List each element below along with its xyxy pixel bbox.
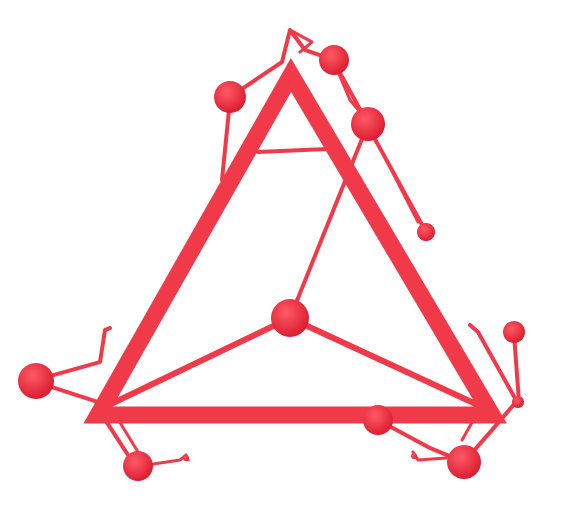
nodes	[18, 45, 525, 481]
wire-top-b	[288, 28, 314, 54]
wire-br-f	[460, 410, 480, 442]
spoke-up	[288, 122, 370, 320]
node-top	[319, 45, 349, 75]
wire-bl-d	[114, 414, 140, 454]
inner-crossbar	[256, 147, 329, 154]
node-center	[271, 299, 309, 337]
main-triangle-outline	[83, 58, 507, 424]
node-right-tail	[417, 223, 435, 241]
node-bottom-right-mid	[363, 405, 393, 435]
wire-right-tail-2	[374, 138, 420, 224]
node-bottom-right-small	[411, 453, 417, 459]
node-right-upper	[503, 321, 525, 343]
wire-top-d	[332, 60, 362, 114]
spoke-right	[287, 315, 481, 408]
node-left	[18, 363, 54, 399]
node-top-left	[214, 81, 246, 113]
node-top-right	[351, 107, 385, 141]
node-bottom-right	[447, 445, 481, 479]
node-right-small	[512, 396, 524, 408]
wire-br-a	[468, 323, 518, 402]
node-bottom-left-small	[183, 455, 189, 461]
wire-left-drop	[220, 98, 232, 182]
wire-bl-a	[34, 326, 112, 382]
inner-lines	[110, 122, 481, 408]
node-bottom-left	[123, 451, 153, 481]
spoke-left	[110, 315, 293, 406]
wire-br-b	[512, 332, 521, 404]
